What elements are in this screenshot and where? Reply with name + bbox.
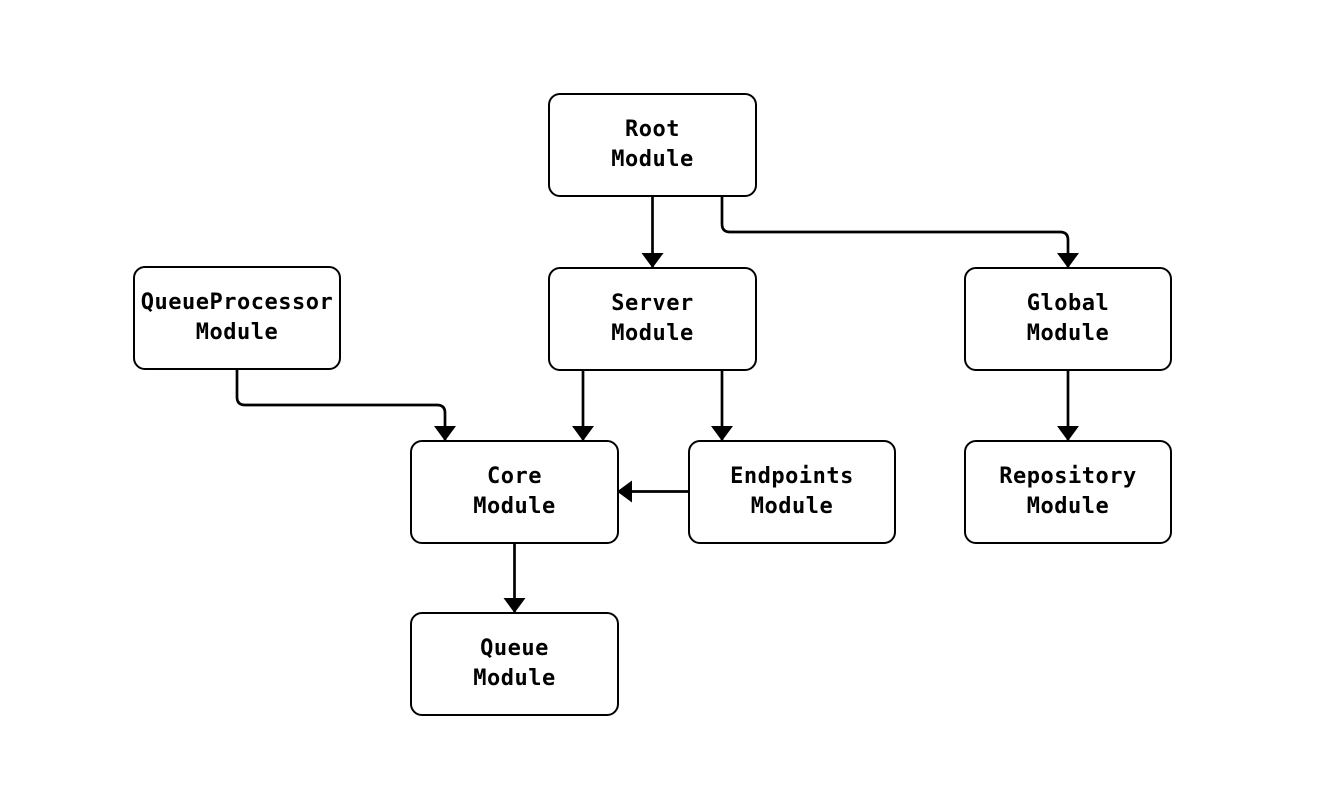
edge-queueprocessor-to-core bbox=[235, 370, 456, 441]
edge-root-to-global bbox=[720, 197, 1079, 268]
node-label-root: Root Module bbox=[611, 117, 694, 172]
node-queue: Queue Module bbox=[410, 612, 619, 716]
node-queueprocessor: QueueProcessor Module bbox=[133, 266, 341, 370]
node-label-endpoints: Endpoints Module bbox=[730, 464, 854, 519]
node-core: Core Module bbox=[410, 440, 619, 544]
node-server: Server Module bbox=[548, 267, 757, 371]
node-label-server: Server Module bbox=[611, 291, 694, 346]
node-label-queue: Queue Module bbox=[473, 636, 556, 691]
node-label-global: Global Module bbox=[1026, 291, 1110, 346]
node-endpoints: Endpoints Module bbox=[688, 440, 896, 544]
node-label-core: Core Module bbox=[473, 464, 556, 519]
node-label-queueprocessor: QueueProcessor Module bbox=[140, 290, 334, 345]
node-global: Global Module bbox=[964, 267, 1172, 371]
node-label-repository: Repository Module bbox=[999, 464, 1137, 519]
node-root: Root Module bbox=[548, 93, 757, 197]
node-repository: Repository Module bbox=[964, 440, 1172, 544]
